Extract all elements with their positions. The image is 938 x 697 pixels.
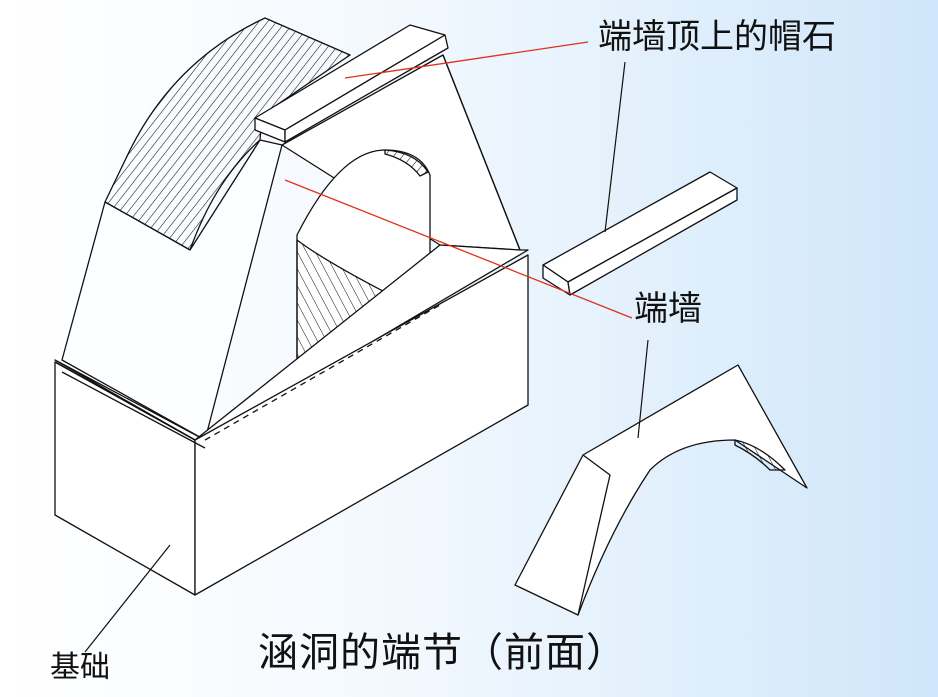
leader-end-wall-red	[284, 179, 633, 319]
assembled-end-section	[54, 17, 529, 596]
label-end-wall: 端墙	[634, 289, 702, 329]
leader-cap-stone-red	[344, 41, 589, 79]
hidden-edge	[204, 304, 441, 441]
leader-lines	[84, 41, 649, 653]
label-foundation: 基础	[50, 650, 110, 685]
leader-foundation	[84, 544, 171, 653]
exploded-end-wall	[514, 364, 808, 616]
leader-end-wall-black	[637, 339, 649, 439]
exploded-cap-stone	[542, 171, 738, 296]
leader-cap-stone-black	[604, 61, 626, 233]
foundation-right	[194, 254, 529, 596]
label-cap-stone: 端墙顶上的帽石	[598, 17, 836, 57]
wall-back-hatched-face	[104, 17, 351, 251]
figure-caption: 涵洞的端节（前面）	[258, 630, 627, 676]
cap-stone-side	[284, 34, 449, 143]
